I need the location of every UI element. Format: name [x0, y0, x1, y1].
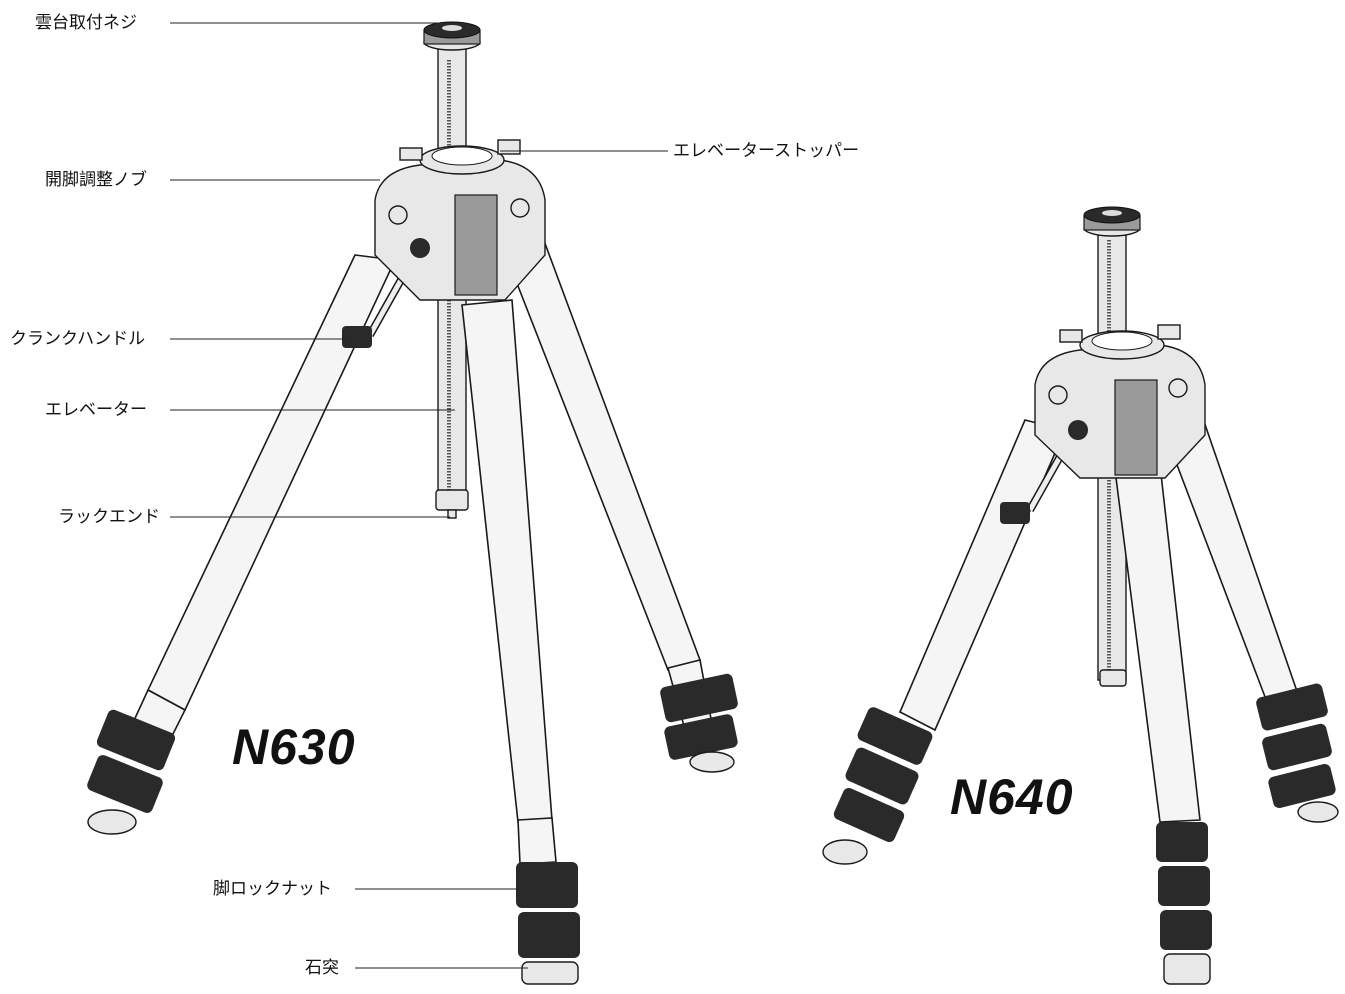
- back-leg-lock: [660, 673, 738, 773]
- model-label-n630: N630: [232, 719, 356, 775]
- apex-plate-r: [1034, 324, 1206, 479]
- back-leg-r: [1158, 409, 1339, 823]
- label-elevator-stopper: エレベーターストッパー: [673, 141, 860, 161]
- label-elevator: エレベーター: [45, 400, 147, 420]
- model-label-n640: N640: [950, 769, 1074, 825]
- apex-plate: [374, 139, 546, 301]
- front-leg-lock-r: [1156, 822, 1212, 985]
- tripod-n640: [822, 206, 1339, 985]
- head-screw-knob-r: [1083, 206, 1141, 237]
- front-leg: [461, 299, 580, 985]
- left-leg: [87, 254, 397, 835]
- label-rack-end: ラックエンド: [58, 507, 160, 527]
- label-crank-handle: クランクハンドル: [10, 329, 146, 349]
- label-leg-lock-nut: 脚ロックナット: [213, 879, 332, 899]
- left-leg-r: [822, 419, 1067, 865]
- back-leg: [498, 229, 738, 773]
- label-stone-spike: 石突: [305, 958, 339, 978]
- head-screw-knob: [423, 21, 481, 51]
- left-leg-lock: [87, 709, 176, 835]
- back-leg-lock-r: [1256, 683, 1339, 823]
- front-leg-r: [1114, 464, 1212, 985]
- leader-lines: [170, 22, 668, 969]
- left-leg-lock-r: [822, 707, 933, 865]
- tripod-n630: [87, 21, 738, 985]
- label-head-screw: 雲台取付ネジ: [35, 13, 137, 33]
- label-leg-angle-knob: 開脚調整ノブ: [45, 170, 147, 190]
- front-leg-lock: [516, 862, 580, 985]
